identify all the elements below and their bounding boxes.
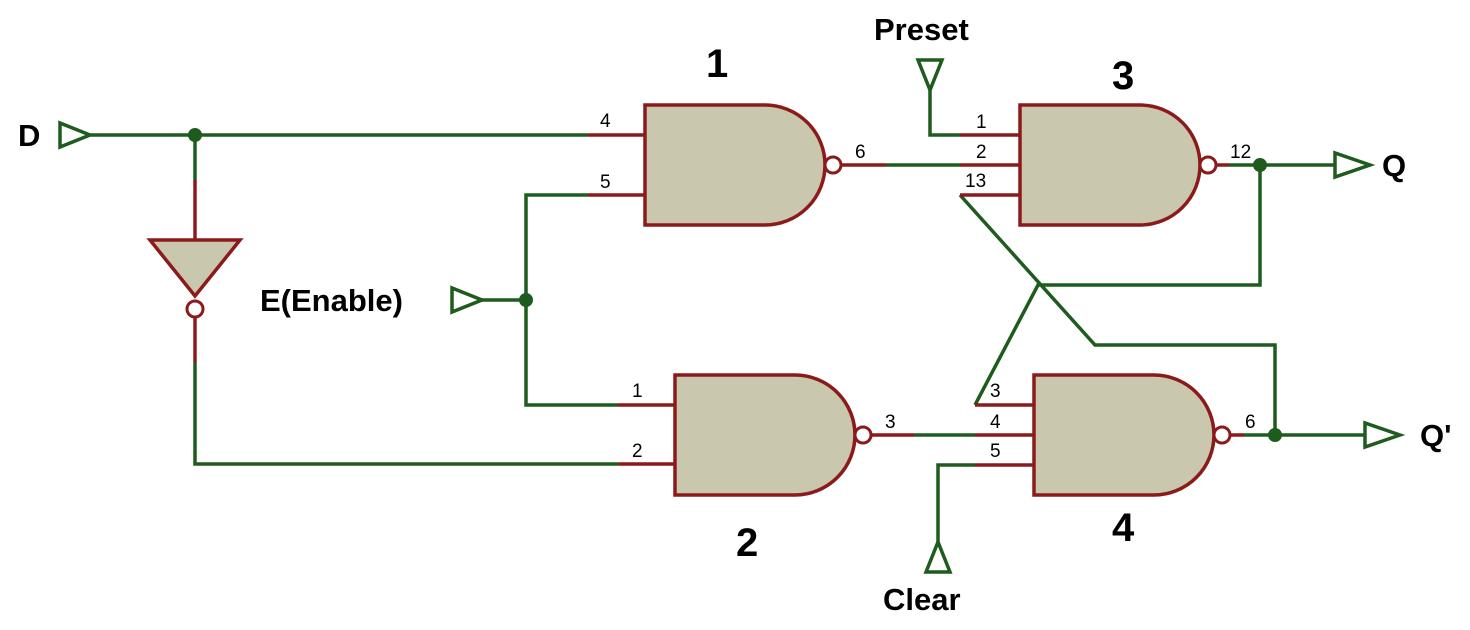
- terminal-qbar: [1363, 420, 1406, 450]
- junction-d: [188, 128, 202, 142]
- gate-1-number: 1: [706, 42, 728, 86]
- pin-label: 3: [990, 381, 1001, 402]
- gate-2-bubble: [853, 425, 873, 445]
- label-clear: Clear: [883, 582, 961, 617]
- wire-q-feedback: [973, 165, 1262, 406]
- junctions: [188, 128, 1282, 442]
- gate-3: [960, 103, 1229, 227]
- gate-4-number: 4: [1112, 506, 1135, 550]
- gate-2-number: 2: [736, 521, 758, 565]
- label-q: Q: [1382, 148, 1406, 183]
- junction-q: [1253, 158, 1267, 172]
- terminals: [58, 58, 1406, 574]
- gate-2-body: [673, 373, 857, 497]
- gate-4-bubble: [1212, 425, 1232, 445]
- pin-label: 6: [1245, 412, 1256, 433]
- wire-clear: [936, 463, 975, 542]
- terminal-clear: [923, 537, 953, 574]
- label-qbar: Q': [1420, 418, 1451, 453]
- pin-label: 6: [855, 142, 866, 163]
- pin-label: 4: [600, 111, 611, 132]
- gate-2: [618, 373, 914, 497]
- wires: [90, 90, 1365, 542]
- wire-qbar-feedback: [958, 193, 1277, 435]
- gate-4: [975, 373, 1244, 497]
- gate-3-body: [1018, 103, 1202, 227]
- inverter-symbol: [146, 238, 244, 299]
- junction-qbar: [1268, 428, 1282, 442]
- pin-label: 4: [990, 412, 1001, 433]
- label-d: D: [18, 118, 40, 153]
- label-preset: Preset: [874, 12, 969, 47]
- pin-label: 2: [976, 142, 987, 163]
- pin-label: 13: [965, 171, 986, 192]
- pin-label: 5: [990, 441, 1001, 462]
- gate-3-number: 3: [1112, 54, 1134, 98]
- terminal-q: [1333, 150, 1376, 180]
- terminal-d: [58, 120, 95, 150]
- pin-label: 5: [600, 172, 611, 193]
- pin-numbers: 4 5 6 1 2 3 1 2 13 12 3 4 5 6: [600, 111, 1256, 462]
- pin-label: 2: [632, 441, 643, 462]
- label-enable: E(Enable): [260, 283, 403, 318]
- wire-preset: [928, 90, 960, 137]
- pin-label: 3: [885, 412, 896, 433]
- signal-labels: D E(Enable) Preset Clear Q Q': [18, 12, 1451, 617]
- wire-enable-to-gate1: [524, 193, 588, 300]
- gate-1-body: [643, 103, 827, 227]
- gate-4-body: [1032, 373, 1216, 497]
- terminal-preset: [915, 58, 945, 95]
- gate-1: [588, 103, 886, 227]
- pin-label: 1: [976, 112, 987, 133]
- wire-enable-to-gate2: [524, 300, 618, 407]
- inverter-bubble: [185, 299, 205, 319]
- gate-1-bubble: [823, 155, 843, 175]
- terminal-enable: [450, 285, 487, 315]
- inverter: [146, 180, 244, 362]
- gate-numbers: 1 2 3 4: [706, 42, 1135, 565]
- junction-enable: [519, 293, 533, 307]
- wire-inverter-to-gate2: [193, 362, 618, 466]
- gate-3-bubble: [1198, 155, 1218, 175]
- pin-label: 12: [1230, 142, 1251, 163]
- pin-label: 1: [632, 381, 643, 402]
